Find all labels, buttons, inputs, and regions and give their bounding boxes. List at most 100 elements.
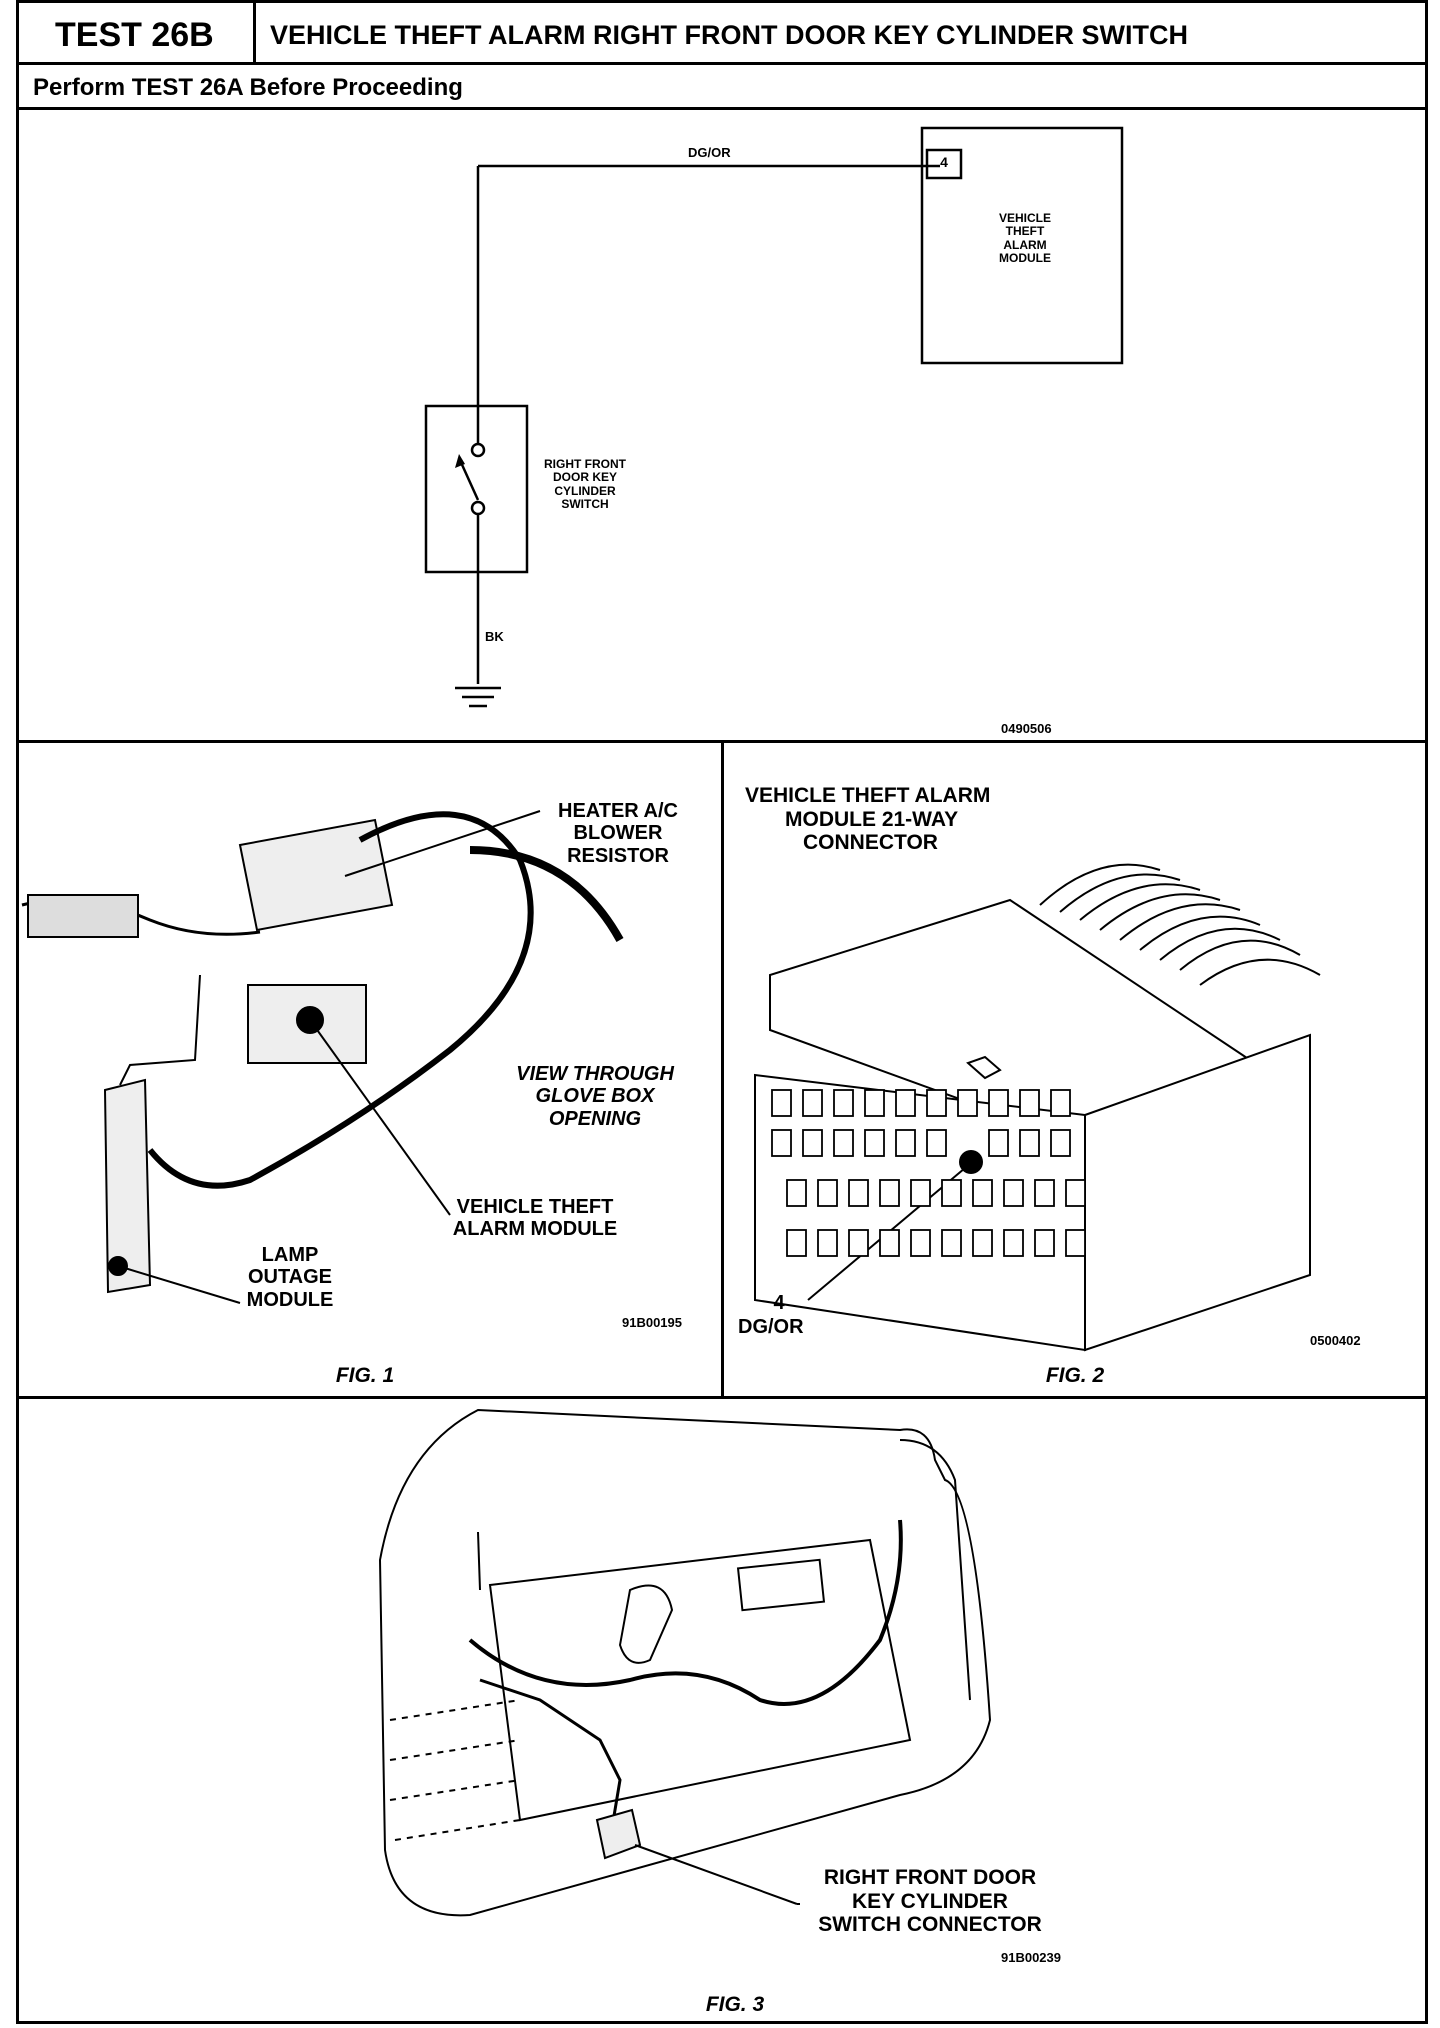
cavity-top [1019,1089,1040,1117]
cavity-lower [848,1229,869,1257]
wiring-schematic [424,126,1124,708]
wire-label-ground: BK [485,629,504,644]
wire-fan [1039,863,1321,986]
cavity-top [926,1089,947,1117]
cavity-mid [802,1129,823,1157]
cavity-lower [910,1229,931,1257]
fig2-title: VEHICLE THEFT ALARM MODULE 21-WAY CONNEC… [745,784,991,855]
cavity-bottom [817,1179,838,1207]
handle-recess [736,1558,826,1612]
fig2-title-line2: MODULE 21-WAY [785,807,959,831]
dashed-line-4 [394,1819,521,1841]
fig3-caption: FIG. 3 [705,1993,765,2016]
page-frame [16,0,1428,2024]
leader-module [309,1019,451,1216]
connector-latch [966,1055,1002,1080]
cavity-lower [972,1229,993,1257]
fig1-caption: FIG. 1 [335,1364,395,1387]
cavity-top [864,1089,885,1117]
cavity-mid [1019,1129,1040,1157]
connector-left [27,894,139,938]
note-bottom-rule [16,107,1428,110]
fig1-label-view: VIEW THROUGH GLOVE BOX OPENING [516,1063,674,1130]
test-id: TEST 26B [55,16,214,54]
cavity-lower [1065,1229,1086,1257]
fig1-code: 91B00195 [622,1315,682,1330]
cavity-rows [771,1089,1086,1257]
key-switch-connector [595,1808,642,1860]
fig1-illustration [21,810,624,1304]
cavity-bottom [972,1179,993,1207]
cavity-lower [817,1229,838,1257]
fig2-pin-number: 4 [773,1292,785,1314]
wire-label-top: DG/OR [688,145,731,160]
cavity-bottom [1003,1179,1024,1207]
fig1-label-lamp: LAMP OUTAGE MODULE [246,1244,334,1311]
cavity-mid [864,1129,885,1157]
cavity-lower [1003,1229,1024,1257]
dashed-line-2 [389,1739,521,1761]
door-window-edge [477,1439,971,1701]
cavity-lower [879,1229,900,1257]
cavity-mid [1050,1129,1071,1157]
header-bottom-rule [16,62,1428,65]
fig2-code: 0500402 [1310,1333,1361,1348]
blower-resistor [238,818,394,932]
fig2-caption: FIG. 2 [1045,1364,1105,1387]
cavity-bottom [941,1179,962,1207]
cavity-lower [786,1229,807,1257]
leader-heater [344,810,541,877]
cavity-bottom [879,1179,900,1207]
pin-4-highlight [959,1150,983,1174]
cavity-mid [771,1129,792,1157]
leader-fig3 [634,1844,798,1905]
fig2-pin-wire: DG/OR [738,1316,804,1338]
cavity-lower [941,1229,962,1257]
harness-loop [147,811,534,1189]
module-box [920,126,1124,365]
figures-bottom-rule [16,1396,1428,1399]
dashed-line-1 [389,1699,521,1721]
connector-side-face [1084,1033,1311,1352]
module-label: VEHICLE THEFT ALARM MODULE [998,211,1051,266]
figures-divider [721,740,724,1398]
switch-box [424,404,529,574]
switch-label: RIGHT FRONT DOOR KEY CYLINDER SWITCH [544,457,626,512]
wire-harness [468,1519,903,1706]
cavity-bottom [848,1179,869,1207]
access-hole [618,1584,674,1664]
switch-upper-contact [470,442,486,458]
cavity-bottom [910,1179,931,1207]
pin-number: 4 [940,154,948,170]
pin-4-box [925,148,963,180]
fig2-connector-illustration [754,863,1321,1352]
schematic-code: 0490506 [1001,721,1052,736]
header-divider [253,0,256,64]
cavity-bottom [1034,1179,1055,1207]
lock-rod [479,1678,622,1841]
cavity-mid [988,1129,1009,1157]
cavity-mid [833,1129,854,1157]
fig3-label: RIGHT FRONT DOOR KEY CYLINDER SWITCH CON… [818,1866,1042,1937]
cavity-top [988,1089,1009,1117]
cavity-top [771,1089,792,1117]
cavity-top [1050,1089,1071,1117]
fig1-label-module: VEHICLE THEFT ALARM MODULE [452,1196,618,1241]
cavity-bottom [786,1179,807,1207]
cavity-top [895,1089,916,1117]
fig3-code: 91B00239 [1001,1950,1061,1965]
lamp-outage-module [103,1078,152,1294]
prerequisite-note: Perform TEST 26A Before Proceeding [33,74,463,101]
cavity-mid [895,1129,916,1157]
dashed-line-3 [389,1779,521,1801]
page-title: VEHICLE THEFT ALARM RIGHT FRONT DOOR KEY… [270,20,1188,50]
leader-lamp [117,1265,241,1304]
switch-blade-tip [455,454,465,468]
cavity-top [833,1089,854,1117]
cavity-mid [926,1129,947,1157]
cavity-top [957,1089,978,1117]
bracket-line [119,974,201,1086]
fig2-title-line3: CONNECTOR [803,831,938,855]
harness-right [469,846,624,942]
